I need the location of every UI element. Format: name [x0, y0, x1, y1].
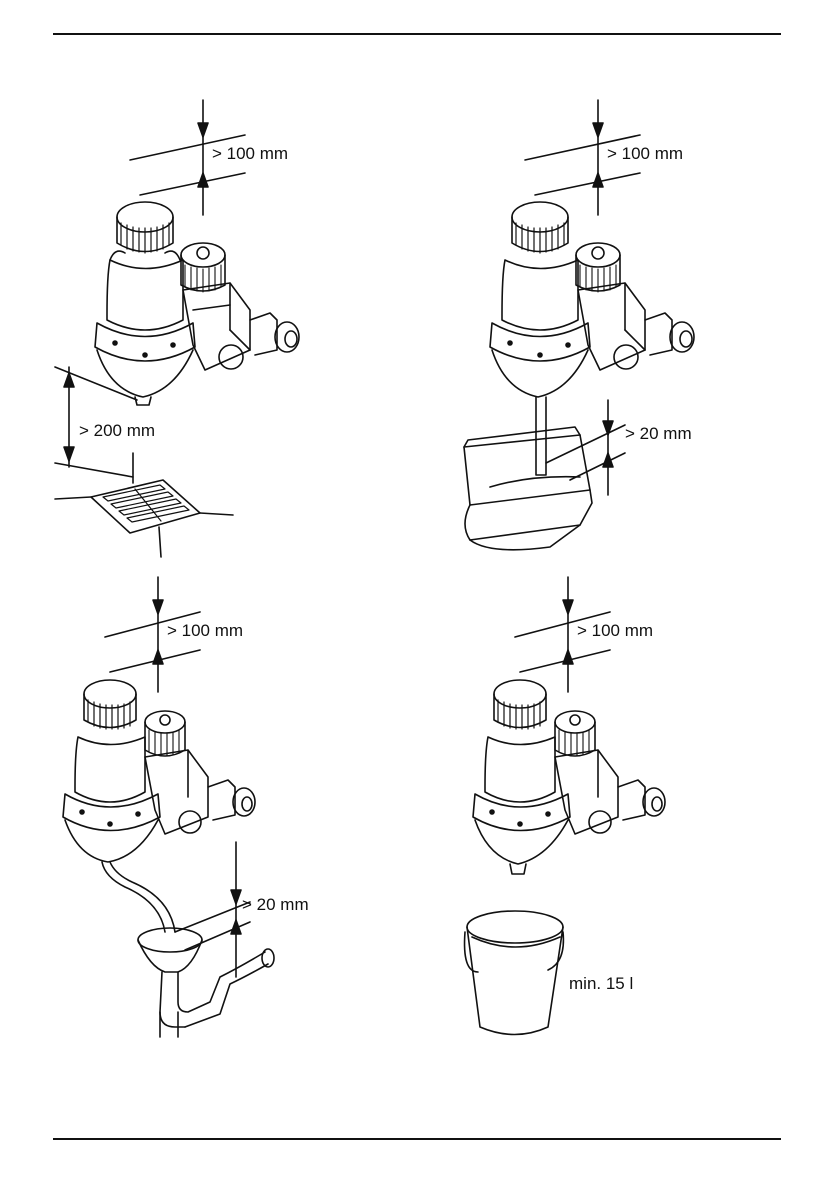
top-clearance-label: > 100 mm [212, 144, 288, 164]
top-clearance-label: > 100 mm [607, 144, 683, 164]
panel-floor-drain: > 100 mm > 200 mm [55, 95, 435, 615]
air-gap-label: > 20 mm [625, 424, 692, 444]
panel-bucket: > 100 mm min. 15 l [420, 572, 800, 1092]
valve-floor-drain-drawing [55, 95, 435, 615]
panel-funnel-tray: > 100 mm > 20 mm [450, 95, 830, 615]
panel-siphon-drain: > 100 mm > 20 mm [10, 572, 390, 1092]
capacity-label: min. 15 l [569, 974, 633, 994]
valve-siphon-drain-drawing [10, 572, 390, 1092]
bottom-clearance-label: > 200 mm [79, 421, 155, 441]
air-gap-label: > 20 mm [242, 895, 309, 915]
valve-funnel-tray-drawing [450, 95, 830, 615]
footer-rule [53, 1138, 781, 1140]
valve-bucket-drawing [420, 572, 800, 1092]
top-clearance-label: > 100 mm [577, 621, 653, 641]
top-clearance-label: > 100 mm [167, 621, 243, 641]
header-rule [53, 33, 781, 35]
